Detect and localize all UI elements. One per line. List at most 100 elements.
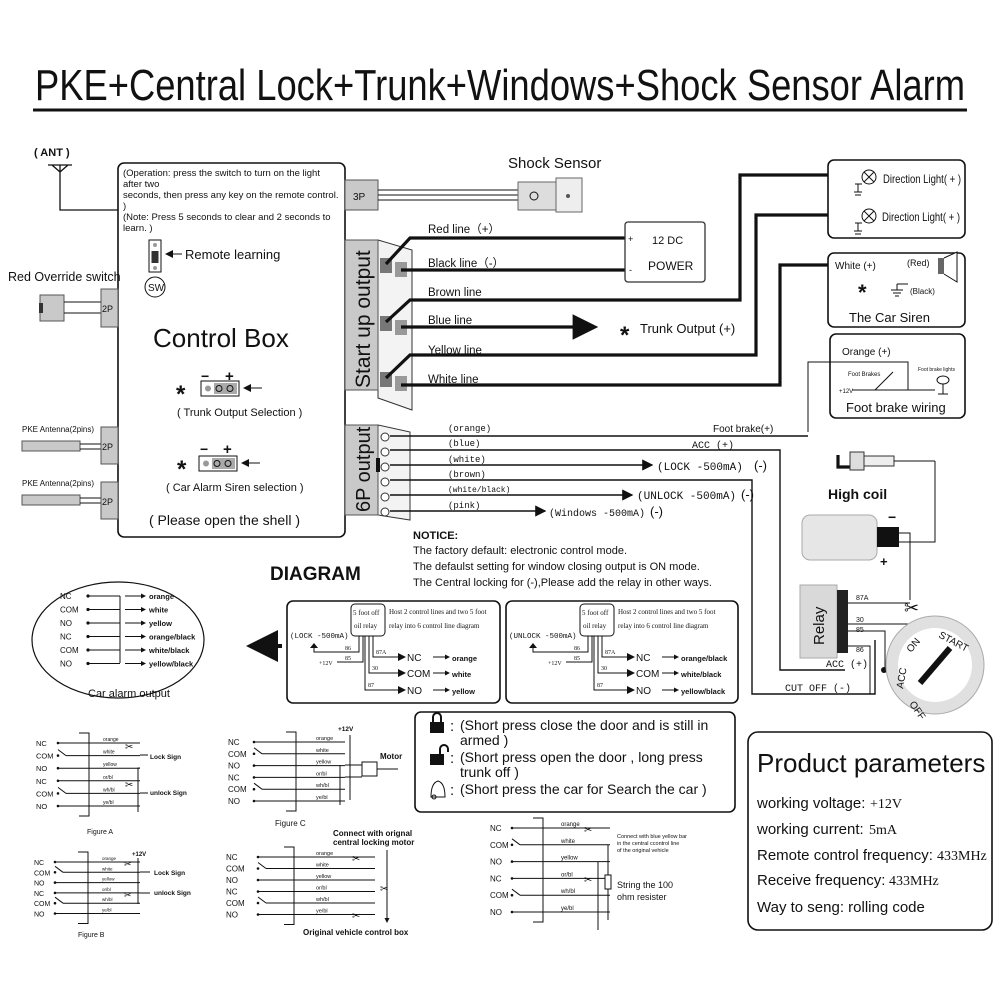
product-parameters-title: Product parameters [757,748,985,778]
terminal-label: NC [34,860,44,867]
car-alarm-output-circle [31,581,205,699]
parameter-label: Remote control frequency: [757,847,933,864]
parameter-label: working current: [756,821,864,838]
trunk-selection-label: ( Trunk Output Selection ) [177,407,302,419]
siren-white-label: White (+) [835,261,876,272]
switch-contact [257,862,267,869]
switch-contact [511,888,521,896]
wire-color-label: white [315,863,329,869]
wire-color-label: orange [149,592,174,601]
high-coil-label: High coil [828,486,887,502]
siren-black-label: (Black) [910,287,935,296]
connect-bar-note: of the original vehicle [617,848,669,854]
terminal-label: COM [490,891,509,900]
wire-color-label: white [148,606,168,615]
terminal-dot [86,648,90,652]
terminal-label: COM [60,646,79,655]
orange-label: Orange (+) [842,347,891,358]
foot-brake-title: Foot brake wiring [846,400,946,415]
terminal-label: COM [228,785,247,794]
plus-sign: + [223,441,232,458]
switch-contact [54,865,64,873]
trunk-output-label: Trunk Output (+) [640,321,735,336]
plus-sign: + [225,368,234,385]
terminal-label: COM [36,789,54,798]
power-supply [624,221,706,283]
relay-label: oil relay [354,622,378,630]
operation-notes: (Operation: press the switch to turn on … [123,168,338,234]
wire-label: (orange) [448,424,491,434]
terminal-label: NO [226,876,238,885]
figure-c-label: Figure C [275,819,306,828]
wire-color-label: ye/bl [561,906,574,912]
bracket [79,732,90,817]
wire-color-label: yellow/black [681,687,726,696]
bracket [286,731,297,812]
antenna-icon [48,164,118,211]
wire-label: Yellow line [428,345,482,357]
terminal-dot [56,754,60,757]
wire [339,735,362,805]
pin-label: 87A [376,650,387,656]
pin-label: 30 [372,666,378,672]
terminal-label: COM [228,750,247,759]
diagram-heading: DIAGRAM [270,564,361,585]
wire-color-label: yellow [316,874,331,880]
neg-label: (-) [650,504,663,519]
bracket [533,817,544,923]
override-switch[interactable] [39,294,101,322]
terminal-label: COM [226,865,245,874]
scissors-icon: ✂ [125,742,133,753]
car-siren-title: The Car Siren [849,310,930,325]
terminal-label: NC [226,888,238,897]
legend-text: (Short press close the door and is still… [460,718,709,748]
parameter-value: 433MHz [937,849,987,864]
remote-learning-switch[interactable] [148,239,162,273]
wire [313,636,360,653]
parameter-value: 5mA [869,823,898,838]
direction-light-label: Direction Light( + ) [882,210,960,224]
pin-label: 85 [574,656,580,662]
sw-circle [144,276,166,298]
antenna-label: ( ANT ) [34,147,70,159]
motor-icon [361,761,378,777]
connect-bar-note: Connect with blue yellow bar [617,834,687,840]
coil-plus: + [880,554,888,569]
connector-2p [100,481,119,520]
wire-color-label: yellow/black [149,660,194,669]
wire [372,636,406,661]
trunk-output-jumper[interactable] [200,380,240,397]
connector-2p-label: 2P [102,442,113,452]
wire-color-label: white/black [148,646,190,655]
power-label: POWER [648,259,694,273]
siren-selection-jumper[interactable] [198,455,238,472]
terminal-label: NC [228,738,240,747]
lock-closed-icon [430,712,444,733]
spark-plug-icon [836,451,935,471]
operation-line: (Operation: press the switch to turn on … [123,168,320,190]
connector-2p-label: 2P [102,497,113,507]
figure-b-label: Figure B [78,932,105,939]
wire-color-label: orange [316,851,333,857]
bracket [284,846,295,925]
relay-input: (LOCK -500mA) [290,633,349,641]
lock-sign-label: Lock Sign [154,870,185,877]
switch-contact [511,838,521,846]
lock-output: (LOCK -500mA) [657,462,743,474]
wire-color-label: ye/bl [103,800,114,806]
relay-desc: relay into 6 control line diagram [618,622,709,630]
pke-antenna [21,440,81,452]
pin-label: 87 [368,683,374,689]
wire [137,858,150,904]
parameter-value: 433MHz [889,874,939,889]
v12-label: +12V [338,726,354,733]
terminal-label: COM [60,606,79,615]
minus-sign: − [201,368,209,384]
minus-sign: − [200,441,208,457]
pin-label: 87 [597,683,603,689]
